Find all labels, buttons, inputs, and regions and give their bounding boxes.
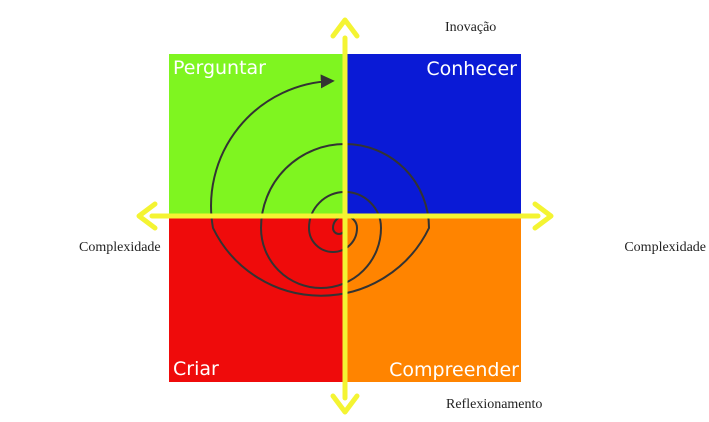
axes [136, 17, 554, 415]
quadrant-label-conhecer: Conhecer [426, 58, 517, 80]
arrow-up-icon [330, 17, 360, 39]
axis-label-bottom: Reflexionamento [446, 397, 542, 412]
quadrant-label-criar: Criar [173, 358, 219, 380]
axis-label-left: Complexidade [79, 240, 161, 255]
axis-label-top: Inovação [445, 20, 496, 35]
quadrant-label-perguntar: Perguntar [173, 57, 266, 79]
arrow-down-icon [330, 393, 360, 415]
arrow-right-icon [532, 201, 554, 231]
arrow-left-icon [136, 201, 158, 231]
quadrant-top-left [169, 54, 345, 217]
axis-label-right: Complexidade [624, 240, 706, 255]
quadrant-label-compreender: Compreender [389, 359, 519, 381]
quadrant-bottom-right [345, 217, 521, 382]
spiral-curve [210, 74, 431, 297]
quadrant-top-right [345, 54, 521, 217]
